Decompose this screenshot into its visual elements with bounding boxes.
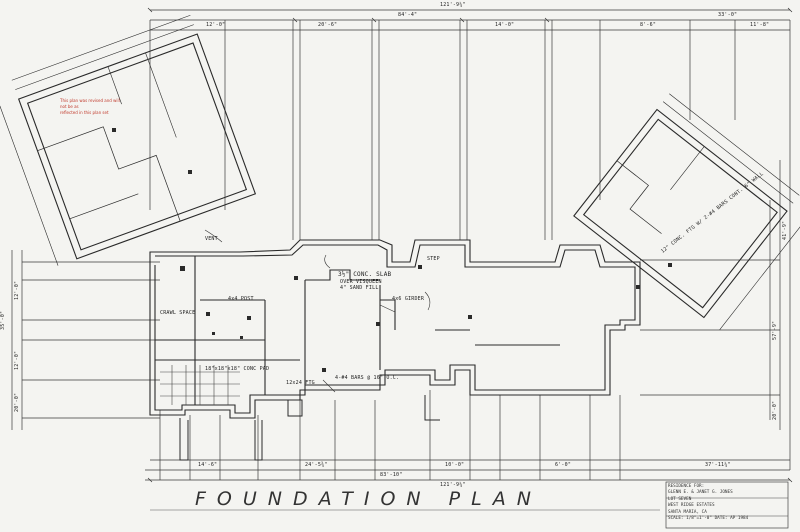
title-block-date: DATE: AP 1984 bbox=[714, 516, 749, 522]
dim-bottom-seg1: 24'-5¾" bbox=[305, 462, 328, 468]
revision-note: This plan was revised and will not be as… bbox=[60, 98, 120, 116]
dim-left-seg2: 12'-0" bbox=[14, 350, 20, 370]
callout-rebar: 4-#4 BARS @ 16" O.C. bbox=[335, 375, 400, 381]
callout-pier: 4x4 POST bbox=[228, 296, 254, 302]
title-block-line4: WEST RIDGE ESTATES bbox=[668, 503, 715, 509]
callout-slab-sub1: OVER VISQUEEN bbox=[340, 279, 382, 285]
callout-slab: 3½" CONC. SLAB bbox=[338, 271, 392, 278]
dim-top-seg2: 20'-6" bbox=[318, 22, 338, 28]
sheet-title: FOUNDATION PLAN bbox=[195, 488, 542, 510]
dim-left-seg3: 20'-0" bbox=[14, 392, 20, 412]
title-block-scale: SCALE: 1/8"=1'-0" bbox=[668, 516, 712, 522]
callout-vent: VENT bbox=[205, 236, 218, 242]
dim-top-main: 84'-4" bbox=[398, 12, 418, 18]
dim-top-seg3: 14'-0" bbox=[495, 22, 515, 28]
dim-left-seg1: 12'-0" bbox=[14, 280, 20, 300]
title-block-line1: RESIDENCE FOR: bbox=[668, 484, 705, 489]
revision-note-line2: reflected in this plan set bbox=[60, 110, 109, 115]
callout-wall: 12x24 FTG bbox=[286, 380, 315, 386]
callout-slab-sub2: 4" SAND FILL bbox=[340, 285, 379, 291]
dim-right-seg2: 57'-9" bbox=[772, 320, 778, 340]
dim-bottom-seg4: 6'-0" bbox=[555, 462, 572, 468]
callout-pad: 18"x18"x18" CONC PAD bbox=[205, 366, 270, 372]
dim-bottom-main: 83'-10" bbox=[380, 472, 403, 478]
dim-top-seg4: 8'-6" bbox=[640, 22, 657, 28]
callout-girder: 4x6 GIRDER bbox=[392, 296, 425, 302]
dim-left-overall: 35'-0" bbox=[0, 310, 6, 330]
title-block-line5: SANTA MARIA, CA bbox=[668, 509, 707, 515]
dim-top-right: 33'-0" bbox=[718, 12, 738, 18]
dim-bottom-overall: 121'-9¼" bbox=[440, 482, 466, 488]
title-block: RESIDENCE FOR: GLENN E. & JANET G. JONES… bbox=[668, 484, 785, 526]
dim-bottom-seg2: 14'-6" bbox=[198, 462, 218, 468]
title-block-line3: LOT SEVEN bbox=[668, 496, 692, 502]
dim-top-seg1: 12'-0" bbox=[206, 22, 226, 28]
dim-right-seg3: 20'-0" bbox=[772, 400, 778, 420]
callout-step: STEP bbox=[427, 256, 440, 262]
dim-top-overall: 121'-9¼" bbox=[440, 2, 466, 8]
dim-bottom-right: 37'-11¼" bbox=[705, 462, 731, 468]
revision-note-line1: This plan was revised and will not be as bbox=[60, 98, 120, 109]
title-block-scale-date: SCALE: 1/8"=1'-0" DATE: AP 1984 bbox=[668, 516, 785, 522]
title-block-line2: GLENN E. & JANET G. JONES bbox=[668, 490, 733, 496]
callout-crawl: CRAWL SPACE bbox=[160, 310, 196, 316]
dim-top-seg5: 11'-8" bbox=[750, 22, 770, 28]
dim-bottom-seg3: 10'-0" bbox=[445, 462, 465, 468]
dim-right-seg1: 41'-9" bbox=[782, 220, 788, 240]
